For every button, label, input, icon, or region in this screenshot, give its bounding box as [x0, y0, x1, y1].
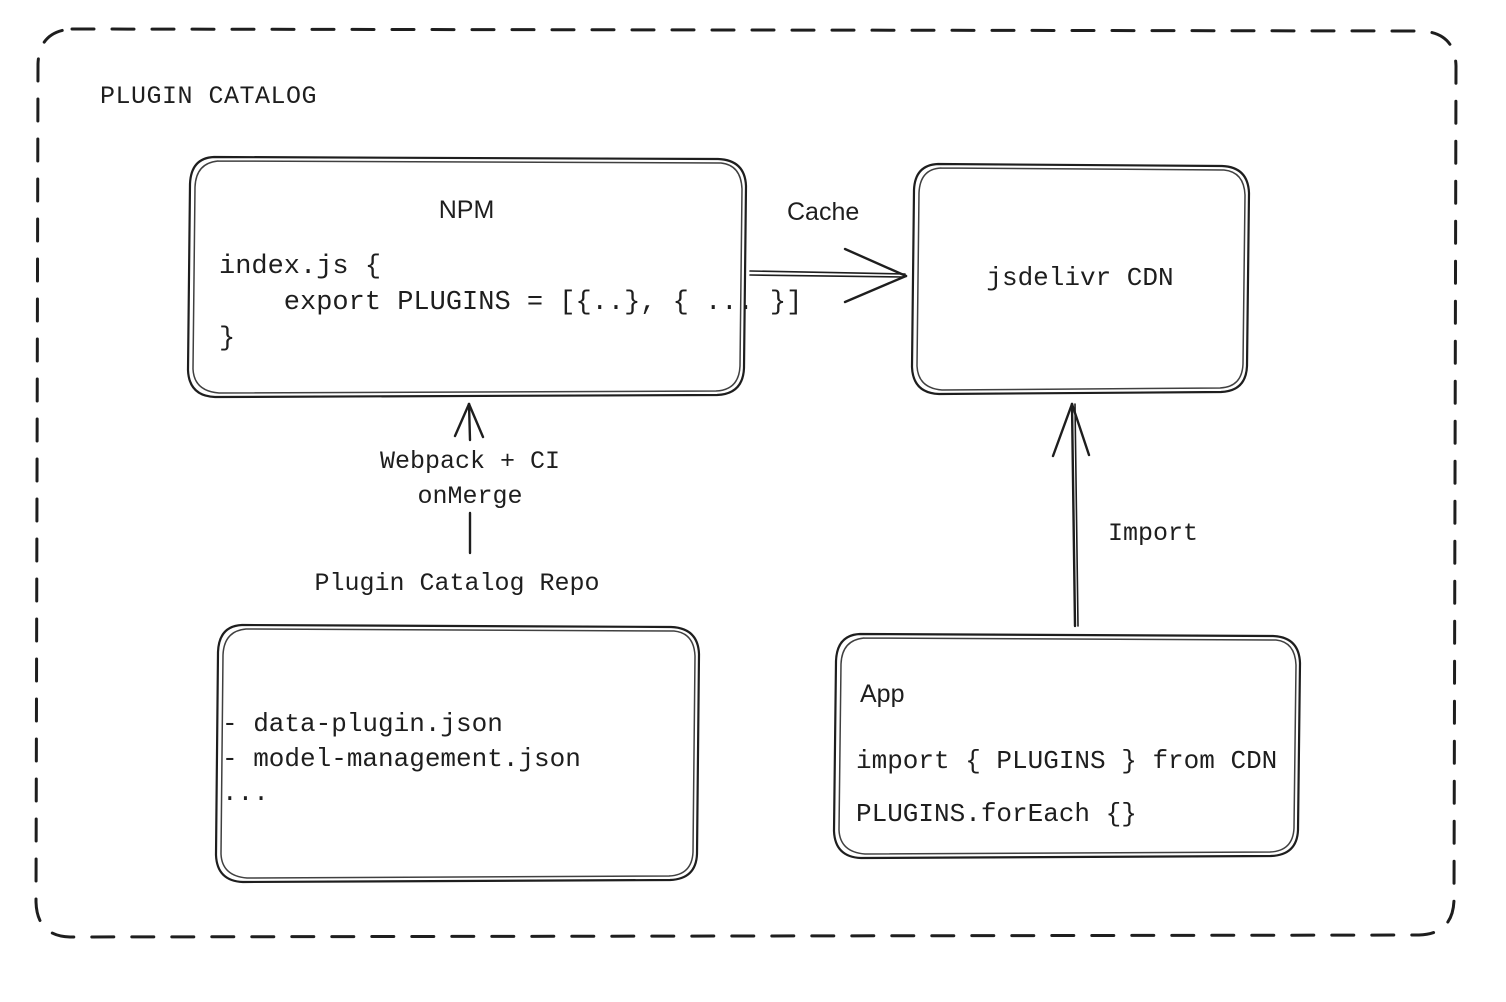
repo-box-title: Plugin Catalog Repo [314, 569, 600, 598]
npm-box-title: NPM [438, 196, 495, 224]
app-box-title: App [860, 680, 905, 708]
arrow-repo-to-npm [453, 402, 485, 555]
npm-box-code: index.js { export PLUGINS = [{..}, { ...… [219, 252, 803, 354]
arrow-npm-to-cdn [749, 247, 908, 304]
plugin-catalog-repo-box[interactable] [214, 623, 701, 884]
arrow-app-to-cdn [1051, 402, 1091, 628]
jsdelivr-cdn-box[interactable] [910, 162, 1251, 396]
edge-label-webpack-ci-onmerge: Webpack + CI onMerge [379, 447, 561, 511]
frame-title: PLUGIN CATALOG [100, 82, 318, 111]
repo-box-file-list: - data-plugin.json - model-management.js… [222, 709, 581, 809]
edge-label-cache: Cache [787, 198, 860, 226]
app-box[interactable] [832, 632, 1302, 860]
npm-box[interactable] [186, 155, 748, 399]
edge-label-import: Import [1108, 519, 1199, 548]
app-box-code: import { PLUGINS } from CDN PLUGINS.forE… [856, 746, 1278, 830]
cdn-box-title: jsdelivr CDN [986, 263, 1174, 293]
plugin-catalog-frame [34, 27, 1458, 939]
